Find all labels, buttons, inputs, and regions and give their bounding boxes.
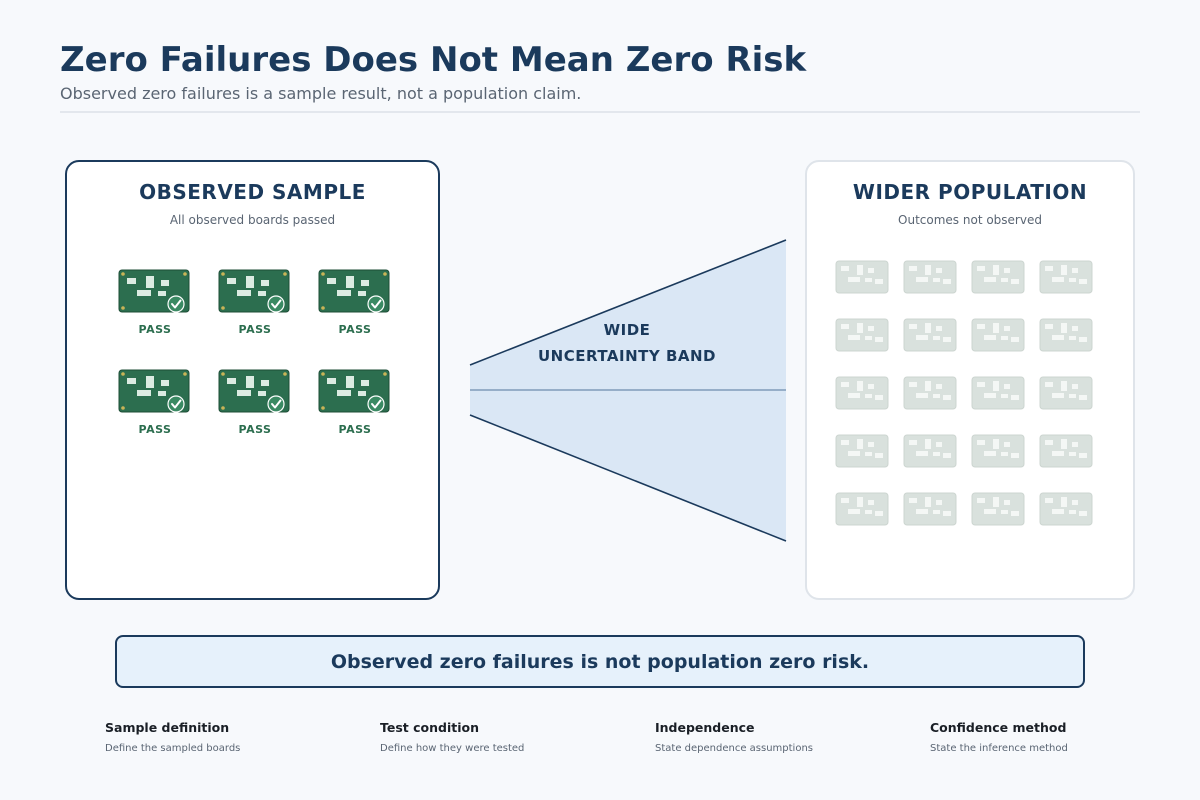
- footer-item-title: Sample definition: [105, 720, 230, 735]
- footer-item-title: Confidence method: [930, 720, 1067, 735]
- wider-population-panel: WIDER POPULATION Outcomes not observed: [805, 160, 1135, 600]
- pass-label: PASS: [338, 423, 372, 436]
- footer-item-independence: Independence State dependence assumption…: [655, 720, 895, 754]
- pass-label: PASS: [238, 323, 272, 336]
- sample-board: PASS: [315, 269, 395, 336]
- unobserved-board-icon: [1039, 376, 1093, 410]
- check-icon: [367, 395, 385, 413]
- observed-sample-title: OBSERVED SAMPLE: [139, 180, 366, 204]
- unobserved-board-icon: [971, 318, 1025, 352]
- page-title: Zero Failures Does Not Mean Zero Risk: [60, 40, 807, 80]
- unobserved-board-icon: [903, 492, 957, 526]
- check-icon: [367, 295, 385, 313]
- footer-item-description: Define the sampled boards: [105, 743, 241, 754]
- circuit-board-icon: [118, 269, 190, 313]
- circuit-board-icon: [318, 269, 390, 313]
- unobserved-board-icon: [903, 376, 957, 410]
- uncertainty-band-upper-edge: [469, 239, 787, 366]
- circuit-board-icon: [118, 369, 190, 413]
- sample-board: PASS: [115, 369, 195, 436]
- unobserved-board-icon: [835, 318, 889, 352]
- unobserved-board-icon: [971, 434, 1025, 468]
- conclusion-banner: Observed zero failures is not population…: [115, 635, 1085, 688]
- unobserved-board-icon: [835, 434, 889, 468]
- unobserved-board-icon: [1039, 492, 1093, 526]
- observed-sample-panel: OBSERVED SAMPLE All observed boards pass…: [65, 160, 440, 600]
- page-subtitle: Observed zero failures is a sample resul…: [60, 84, 582, 103]
- uncertainty-band-lower-edge: [469, 414, 787, 542]
- observed-sample-subtitle: All observed boards passed: [169, 213, 336, 227]
- check-icon: [267, 295, 285, 313]
- check-icon: [167, 395, 185, 413]
- sample-board: PASS: [115, 269, 195, 336]
- footer-item-confidence-method: Confidence method State the inference me…: [930, 720, 1170, 754]
- pass-label: PASS: [338, 323, 372, 336]
- unobserved-board-icon: [1039, 260, 1093, 294]
- unobserved-board-icon: [903, 318, 957, 352]
- unobserved-board-icon: [971, 492, 1025, 526]
- header-divider: [60, 111, 1140, 113]
- unobserved-board-icon: [971, 376, 1025, 410]
- sample-board: PASS: [215, 369, 295, 436]
- circuit-board-icon: [318, 369, 390, 413]
- footer-item-title: Independence: [655, 720, 755, 735]
- wider-population-title: WIDER POPULATION: [852, 180, 1088, 204]
- footer-item-sample-definition: Sample definition Define the sampled boa…: [105, 720, 345, 754]
- footer-item-description: Define how they were tested: [380, 743, 525, 754]
- pass-label: PASS: [238, 423, 272, 436]
- footer-item-title: Test condition: [380, 720, 479, 735]
- unobserved-board-icon: [903, 434, 957, 468]
- footer-item-description: State dependence assumptions: [655, 743, 813, 754]
- circuit-board-icon: [218, 269, 290, 313]
- wider-population-subtitle: Outcomes not observed: [898, 213, 1042, 227]
- check-icon: [167, 295, 185, 313]
- unobserved-board-icon: [835, 376, 889, 410]
- unobserved-board-icon: [1039, 434, 1093, 468]
- circuit-board-icon: [218, 369, 290, 413]
- unobserved-board-icon: [835, 492, 889, 526]
- sample-board: PASS: [215, 269, 295, 336]
- unobserved-board-icon: [971, 260, 1025, 294]
- pass-label: PASS: [138, 323, 172, 336]
- uncertainty-band: [469, 239, 787, 542]
- check-icon: [267, 395, 285, 413]
- footer-item-description: State the inference method: [930, 743, 1068, 754]
- unobserved-board-icon: [835, 260, 889, 294]
- unobserved-board-icon: [1039, 318, 1093, 352]
- band-label-line-1: WIDE: [603, 321, 651, 339]
- unobserved-board-icon: [903, 260, 957, 294]
- pass-label: PASS: [138, 423, 172, 436]
- footer-item-test-condition: Test condition Define how they were test…: [380, 720, 620, 754]
- band-label-line-2: UNCERTAINTY BAND: [537, 347, 717, 365]
- sample-board: PASS: [315, 369, 395, 436]
